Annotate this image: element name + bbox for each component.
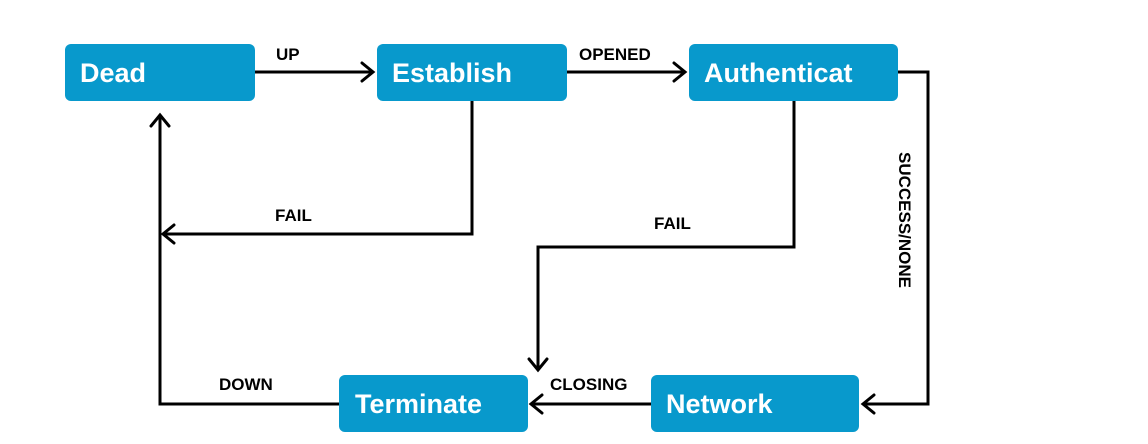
state-terminate: Terminate	[339, 375, 528, 432]
label-success-none: SUCCESS/NONE	[895, 152, 914, 288]
state-network: Network	[651, 375, 859, 432]
arrowhead-up	[360, 61, 376, 83]
state-terminate-label: Terminate	[355, 389, 482, 419]
arrowhead-closing	[528, 393, 544, 415]
arrowhead-fail-establish	[160, 223, 176, 245]
label-down: DOWN	[219, 375, 273, 394]
edge-fail-authenticate	[536, 101, 796, 369]
arrowhead-opened	[672, 61, 688, 83]
label-closing: CLOSING	[550, 375, 627, 394]
state-establish: Establish	[377, 44, 567, 101]
state-authenticate-label: Authenticat	[704, 58, 853, 88]
arrowhead-fail-authenticate	[527, 357, 549, 373]
state-dead: Dead	[65, 44, 255, 101]
state-dead-label: Dead	[80, 58, 146, 88]
label-opened: OPENED	[579, 45, 651, 64]
state-network-label: Network	[666, 389, 774, 419]
edge-labels: UP OPENED FAIL FAIL SUCCESS/NONE CLOSING…	[219, 45, 914, 394]
label-fail-authenticate: FAIL	[654, 214, 691, 233]
edge-down	[158, 116, 339, 406]
edges	[149, 61, 930, 415]
edge-success-none	[864, 70, 930, 406]
arrowhead-success-none	[860, 393, 876, 415]
label-up: UP	[276, 45, 300, 64]
edge-fail-establish	[164, 101, 474, 236]
state-establish-label: Establish	[392, 58, 512, 88]
arrowhead-down	[149, 112, 171, 128]
state-authenticate: Authenticat	[689, 44, 898, 101]
label-fail-establish: FAIL	[275, 206, 312, 225]
